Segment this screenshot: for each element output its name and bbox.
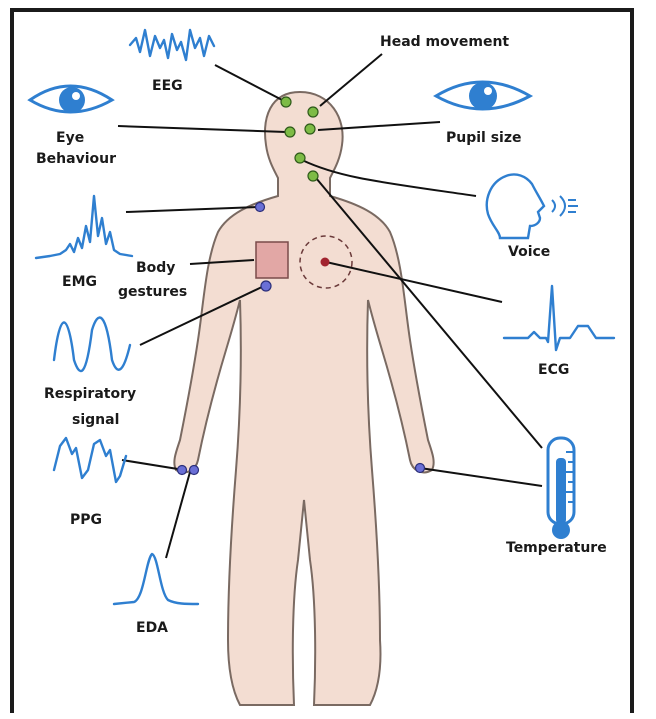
label-eeg: EEG: [152, 78, 183, 94]
label-ecg: ECG: [538, 362, 569, 378]
wrist-sensor-left-b: [190, 466, 199, 475]
pupil-eye-icon: [436, 82, 530, 110]
eye-sensor-right: [305, 124, 315, 134]
ppg-wave-icon: [54, 438, 126, 482]
eda-lead: [166, 472, 190, 558]
voice-sensor: [295, 153, 305, 163]
label-respiratory-line2: signal: [72, 412, 119, 428]
eeg-wave-icon: [130, 30, 214, 60]
ecg-chest-marker: [321, 258, 330, 267]
eda-wave-icon: [114, 554, 198, 604]
label-pupil-size: Pupil size: [446, 130, 522, 146]
wrist-sensor-right: [416, 464, 425, 473]
label-emg: EMG: [62, 274, 97, 290]
voice-head-icon: [487, 174, 578, 238]
eeg-lead: [215, 65, 286, 102]
eeg-sensor: [281, 97, 291, 107]
label-temperature: Temperature: [506, 540, 607, 556]
label-body-gestures-line1: Body: [136, 260, 175, 276]
label-respiratory-line1: Respiratory: [44, 386, 136, 402]
label-ppg: PPG: [70, 512, 102, 528]
temperature-lead-wrist: [420, 468, 542, 486]
emg-wave-icon: [36, 196, 132, 258]
label-voice: Voice: [508, 244, 550, 260]
label-eye-line2: Behaviour: [36, 151, 116, 167]
ecg-wave-icon: [504, 286, 614, 350]
eye-lead: [118, 126, 286, 132]
head-movement-sensor: [308, 107, 318, 117]
label-eye-line1: Eye: [56, 130, 84, 146]
label-head-movement: Head movement: [380, 34, 509, 50]
eye-sensor-left: [285, 127, 295, 137]
head-movement-lead: [320, 54, 382, 106]
emg-sensor: [256, 203, 265, 212]
label-eda: EDA: [136, 620, 168, 636]
label-body-gestures-line2: gestures: [118, 284, 187, 300]
eye-icon: [30, 86, 112, 113]
respiratory-wave-icon: [54, 318, 130, 372]
neck-sensor: [308, 171, 318, 181]
gesture-sensor-box: [256, 242, 288, 278]
thermometer-icon: [548, 438, 574, 539]
wrist-sensor-left-a: [178, 466, 187, 475]
respiratory-sensor: [261, 281, 271, 291]
